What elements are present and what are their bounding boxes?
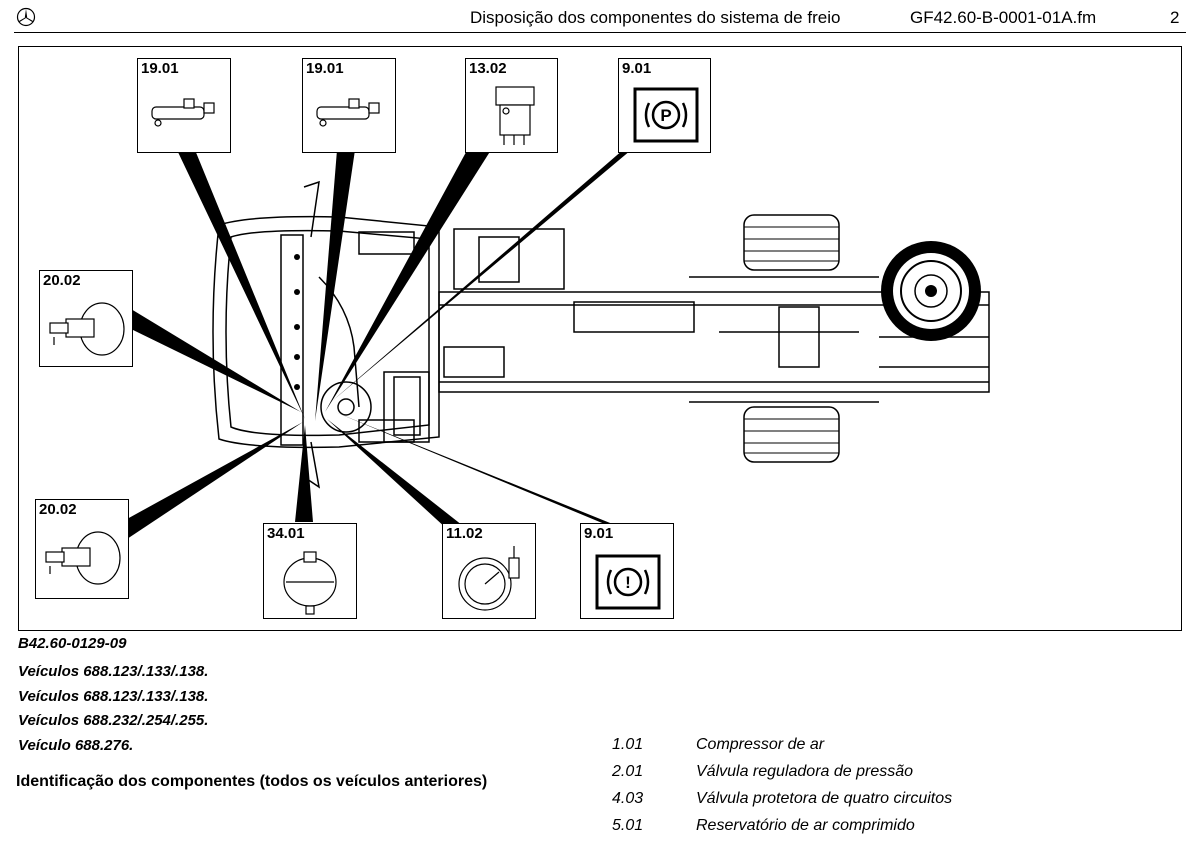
figure-reference: B42.60-0129-09 [18, 635, 127, 652]
callout-number: 11.02 [446, 525, 483, 542]
legend-description: Válvula protetora de quatro circuitos [696, 790, 953, 807]
document-title: Disposição dos componentes do sistema de… [470, 8, 841, 27]
spare-wheel [881, 241, 981, 341]
callout-20-02-a: 20.02 [39, 270, 133, 367]
callout-19-01-b: 19.01 [302, 58, 396, 153]
component-legend: 1.01 Compressor de ar 2.01 Válvula regul… [612, 732, 1132, 840]
legend-description: Compressor de ar [696, 736, 825, 753]
page-number: 2 [1170, 8, 1180, 27]
brake-chamber-icon [49, 302, 125, 356]
legend-row: 1.01 Compressor de ar [612, 732, 1132, 759]
callout-11-02: 11.02 [442, 523, 536, 619]
leader-lines [127, 143, 631, 539]
vehicle-line: Veículos 688.123/.133/.138. [18, 687, 209, 705]
legend-row: 2.01 Válvula reguladora de pressão [612, 759, 1132, 786]
pressure-gauge-icon [458, 546, 520, 611]
callout-number: 13.02 [469, 60, 507, 77]
pressure-accumulator-icon [283, 551, 337, 615]
legend-row: 5.01 Reservatório de ar comprimido [612, 813, 1132, 840]
callout-number: 9.01 [622, 60, 652, 77]
brake-valve-icon [495, 86, 535, 145]
chassis-drawing [127, 143, 990, 539]
legend-code: 5.01 [612, 817, 644, 834]
legend-code: 2.01 [612, 763, 644, 780]
callout-34-01: 34.01 [263, 523, 357, 619]
svg-text:P: P [660, 106, 671, 125]
rear-wheels [743, 214, 840, 463]
identification-heading: Identificação dos componentes (todos os … [16, 773, 488, 790]
callout-number: 19.01 [306, 60, 344, 77]
brake-master-cylinder-icon [316, 98, 380, 127]
legend-row: 4.03 Válvula protetora de quatro circuit… [612, 786, 1132, 813]
cab-bolts [294, 254, 300, 390]
mercedes-star-icon [16, 7, 36, 27]
callout-number: 20.02 [43, 272, 81, 289]
document-filename: GF42.60-B-0001-01A.fm [910, 8, 1097, 27]
brake-chamber-icon [45, 531, 121, 585]
brake-master-cylinder-icon [151, 98, 215, 127]
legend-description: Válvula reguladora de pressão [696, 763, 914, 780]
callout-20-02-b: 20.02 [35, 499, 129, 599]
callout-number: 34.01 [267, 525, 305, 542]
parking-brake-warning-icon: P [633, 87, 699, 143]
brake-system-figure: 19.01 19.01 13.02 [18, 46, 1182, 631]
vehicle-line: Veículos 688.232/.254/.255. [18, 712, 209, 729]
cab-outline [212, 180, 440, 489]
callout-number: 20.02 [39, 501, 77, 518]
callout-number: 19.01 [141, 60, 179, 77]
brake-warning-icon: ! [595, 554, 661, 610]
callout-9-01-warning: 9.01 ! [580, 523, 674, 619]
legend-code: 1.01 [612, 736, 644, 753]
legend-code: 4.03 [612, 790, 644, 807]
callout-number: 9.01 [584, 525, 614, 542]
svg-text:!: ! [625, 573, 631, 592]
page-header: Disposição dos componentes do sistema de… [0, 0, 1200, 34]
callout-13-02: 13.02 [465, 58, 558, 153]
vehicle-line: Veículos 688.123/.133/.138. [18, 663, 209, 680]
callout-19-01-a: 19.01 [137, 58, 231, 153]
vehicle-list: Veículos 688.123/.133/.138. Veículos 688… [18, 660, 208, 758]
legend-description: Reservatório de ar comprimido [696, 817, 915, 834]
callout-9-01-parking: 9.01 P [618, 58, 711, 153]
vehicle-line: Veículo 688.276. [18, 736, 134, 754]
header-rule [14, 32, 1186, 33]
